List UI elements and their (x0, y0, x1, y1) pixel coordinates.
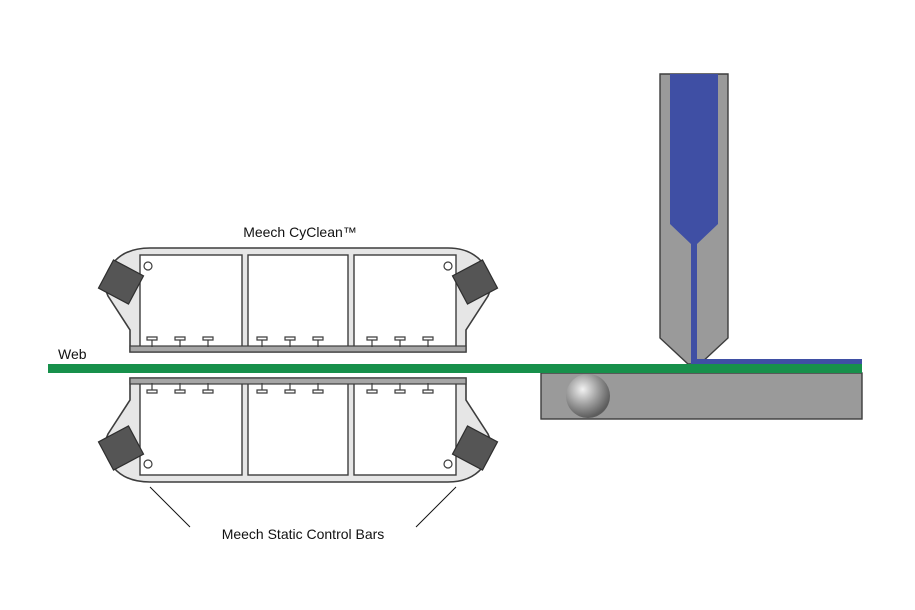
lower-static-control-bar (97, 377, 499, 483)
static-control-bars-label: Meech Static Control Bars (222, 526, 385, 542)
leader-line-left (149, 486, 191, 528)
roller-block (540, 372, 863, 420)
roller-ball (566, 374, 610, 418)
leader-line-right (415, 486, 457, 528)
coating-nozzle (659, 73, 729, 365)
cyclean-label: Meech CyClean™ (243, 224, 357, 240)
web-strip (48, 364, 862, 373)
upper-static-control-bar (97, 247, 499, 353)
web-label: Web (58, 346, 87, 362)
coating-layer (691, 359, 862, 365)
coating-fluid (670, 74, 718, 364)
